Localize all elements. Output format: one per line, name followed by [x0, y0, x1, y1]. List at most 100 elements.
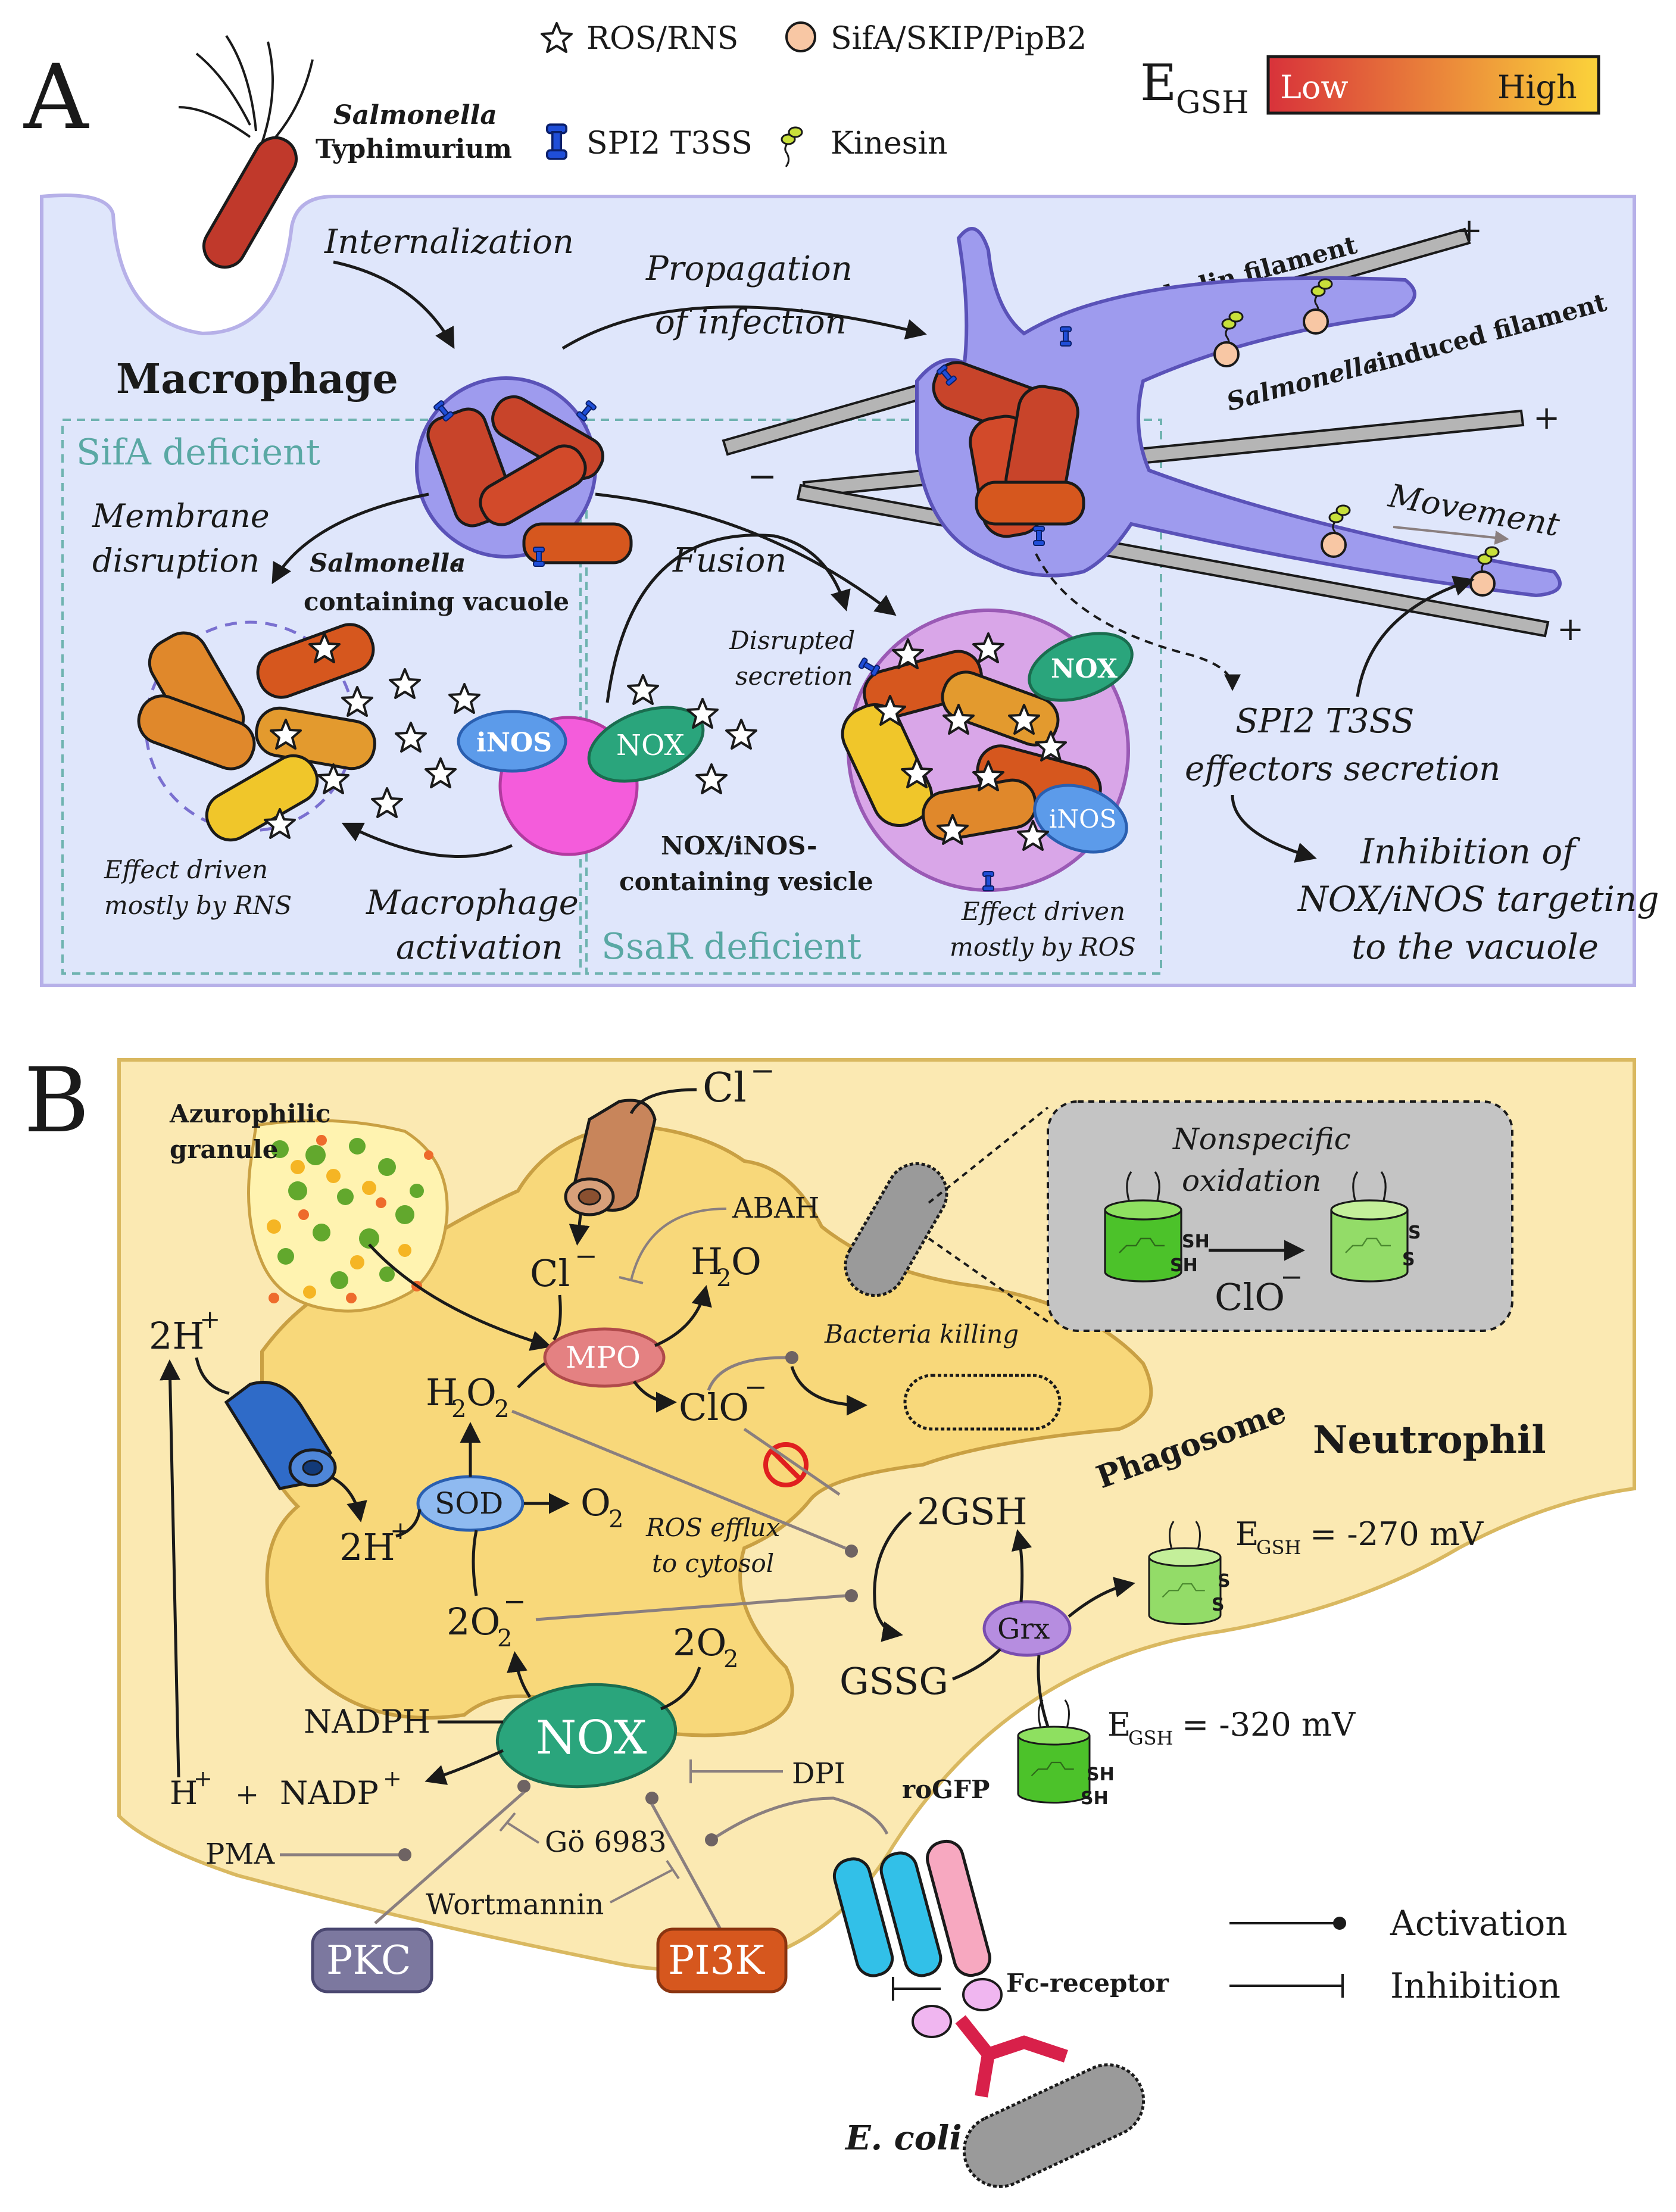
killed-bacterium: [903, 1374, 1062, 1431]
neutrophil-label: Neutrophil: [1313, 1418, 1546, 1462]
two-h-outside-sup: +: [199, 1305, 220, 1334]
grx-label: Grx: [997, 1612, 1050, 1646]
chloride-channel: [564, 1099, 657, 1216]
inset-sh-2: SH: [1170, 1255, 1198, 1276]
panel-b-label: B: [24, 1049, 89, 1153]
salmonella-bacterium: [178, 35, 314, 269]
clo-label: ClO: [679, 1386, 749, 1429]
mpo-to-h2o: [654, 1285, 712, 1347]
h2o-label: H: [691, 1240, 723, 1283]
two-h-outside: 2H: [149, 1314, 205, 1358]
inhibition-label-3: to the vacuole: [1352, 926, 1599, 967]
fusion-label: Fusion: [672, 541, 786, 580]
activation-label-1: Macrophage: [366, 884, 579, 922]
nadph-label: NADPH: [304, 1703, 430, 1740]
o2-label: O: [580, 1481, 611, 1524]
propagation-label-1: Propagation: [645, 249, 853, 288]
ros-star-icon: [541, 22, 573, 53]
legend-egsh-e: E: [1140, 54, 1176, 112]
ecoli-label: E. coli: [844, 2119, 962, 2158]
h2o2-efflux-dot: [845, 1545, 858, 1558]
membrane-label-2: disruption: [92, 542, 260, 579]
activation-arrow: [341, 822, 513, 858]
h2o2-efflux-line: [511, 1409, 846, 1550]
nox-complex-label: NOX: [536, 1711, 647, 1765]
macrophage-label: Macrophage: [116, 355, 398, 403]
sifa-deficient-box: [61, 419, 582, 975]
pkc-activation-dot: [517, 1780, 530, 1793]
fc-receptor-label: Fc-receptor: [1006, 1968, 1169, 1998]
effectors-label-2: effectors secretion: [1185, 750, 1500, 788]
nadp-label: NADP: [280, 1774, 379, 1812]
nox-label: NOX: [616, 729, 685, 762]
ssar-deficient-box: [585, 419, 1162, 975]
nox-enzyme: NOX: [587, 706, 705, 783]
scv-label-italic: Salmonella: [310, 548, 466, 578]
sifa-circle-icon: [785, 21, 816, 52]
egsh-320-e: E: [1107, 1706, 1131, 1743]
superoxide-efflux-line: [535, 1594, 846, 1621]
clo-efflux-blocked: [743, 1427, 841, 1496]
superoxide-sup: −: [503, 1585, 526, 1617]
h2o-o: O: [731, 1240, 761, 1283]
h2o2-label: H: [426, 1371, 458, 1414]
proton-out-arrow: [329, 1475, 367, 1522]
inhibition-legend-label: Inhibition: [1390, 1965, 1560, 2006]
dpi-inhibition: [689, 1759, 783, 1783]
no-entry-icon: [763, 1442, 809, 1487]
pkc-box: [311, 1927, 433, 1993]
ros-efflux-2: to cytosol: [652, 1549, 774, 1578]
o2-to-nox: [660, 1667, 701, 1711]
gssg-to-grx: [952, 1648, 1001, 1681]
propagation-arrow: [561, 305, 927, 350]
activation-legend: Activation: [1229, 1903, 1568, 1943]
abah-inhibition: [619, 1208, 727, 1284]
ssar-inos-label: iNOS: [1049, 804, 1116, 834]
ssar-deficient-label: SsaR deficient: [601, 926, 862, 968]
cl-entry-arrow: [629, 1088, 697, 1115]
legend-ros: ROS/RNS: [541, 21, 738, 57]
panel-a-label: A: [23, 46, 89, 149]
reduced-sh-1: SH: [1087, 1764, 1115, 1785]
t3ss-icon: [545, 123, 567, 160]
nonspecific-label-2: oxidation: [1182, 1163, 1322, 1198]
legend-egsh-sub: GSH: [1176, 85, 1249, 121]
legend-sifa-label: SifA/SKIP/PipB2: [831, 21, 1087, 57]
wortmannin-label: Wortmannin: [426, 1888, 604, 1921]
inhibition-legend: Inhibition: [1229, 1965, 1560, 2006]
cl-exit-arrow: [569, 1214, 590, 1246]
ssar-nox-label: NOX: [1051, 654, 1118, 684]
pi3k-to-nox: [650, 1803, 722, 1930]
cl-inside: Cl: [530, 1252, 570, 1295]
fc-receptor: [705, 1796, 1068, 2098]
inhibition-arrow: [1231, 794, 1317, 863]
grx-to-gsh: [1011, 1529, 1032, 1602]
inset-clo: ClO: [1215, 1275, 1285, 1319]
salmonella-label-2: Typhimurium: [316, 134, 512, 164]
inset-s-1: S: [1408, 1222, 1421, 1243]
pkc-to-nox: [374, 1791, 525, 1924]
activation-label-2: activation: [396, 928, 563, 967]
two-gsh-label: 2GSH: [917, 1490, 1028, 1533]
nox-o2-label: 2O: [673, 1621, 726, 1664]
cl-inside-sup: −: [575, 1240, 598, 1272]
plus-2: +: [1533, 399, 1560, 436]
gssg-label: GSSG: [839, 1659, 948, 1703]
membrane-arrow: [271, 492, 429, 585]
azurophilic-label-1: Azurophilic: [169, 1099, 330, 1128]
plus-3: +: [1557, 610, 1584, 648]
egsh-270-sub: GSH: [1256, 1536, 1301, 1559]
effect-rns-2: mostly by RNS: [104, 891, 292, 920]
legend-t3ss-label: SPI2 T3SS: [586, 126, 753, 161]
grx-to-oxidized: [1068, 1577, 1135, 1618]
grx-enzyme: [982, 1600, 1072, 1657]
legend-kinesin: Kinesin: [781, 126, 948, 168]
nadp-sup: +: [383, 1765, 402, 1792]
h2o2-sub-1: 2: [451, 1396, 466, 1423]
panel-b: B Azurophilic granule Cl − Cl − ABAH: [24, 1049, 1636, 2188]
nox-o2-sub: 2: [723, 1646, 738, 1673]
plus-1: +: [1456, 211, 1483, 249]
vesicle-label-2: containing vesicle: [619, 867, 873, 896]
plus-sign: +: [235, 1778, 259, 1811]
h2o2-sub-2: 2: [494, 1396, 509, 1423]
